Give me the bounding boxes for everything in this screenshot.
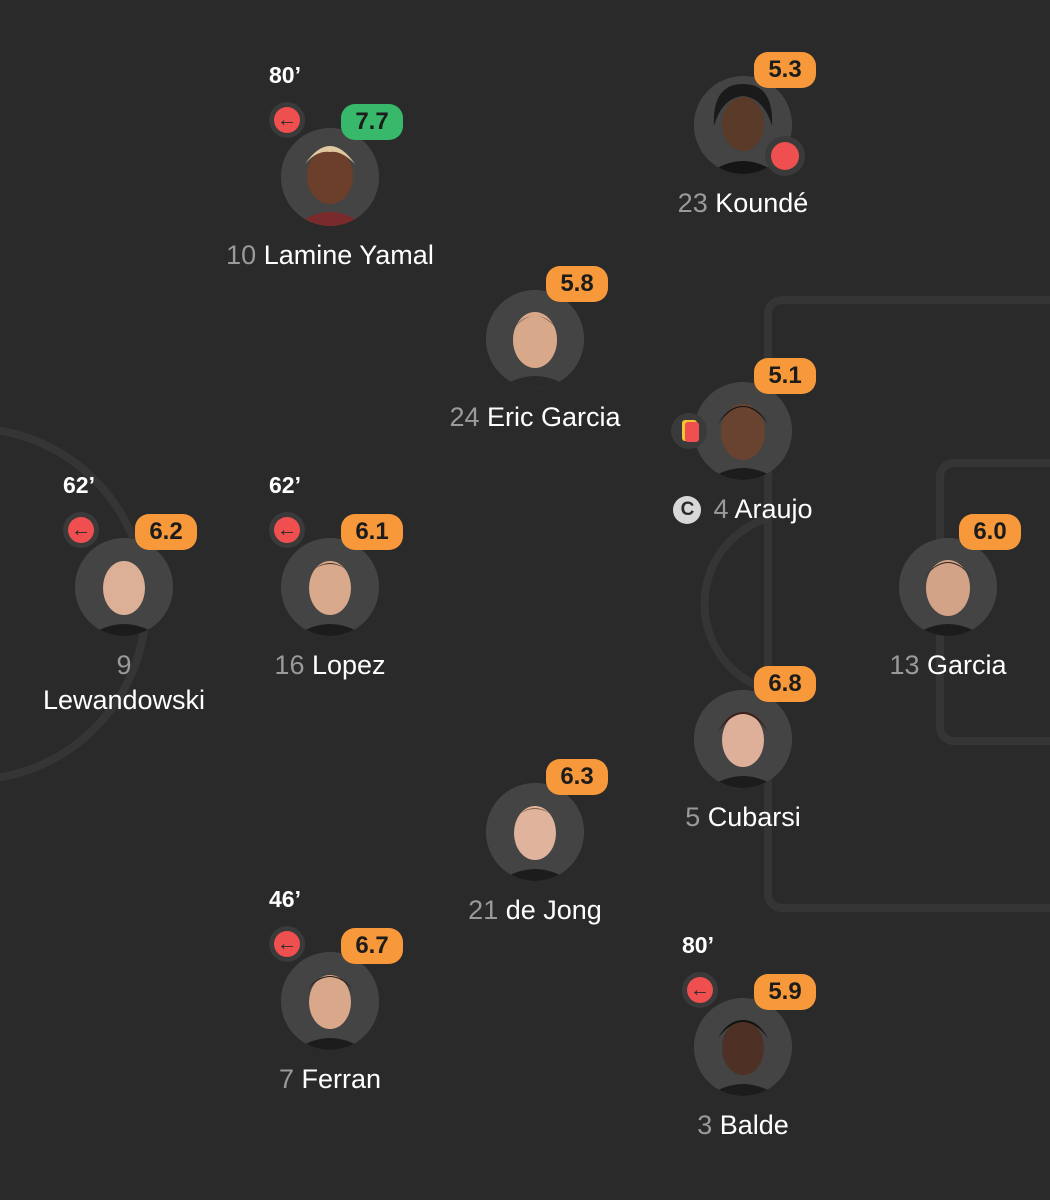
substitution-out-icon: ← [269, 926, 305, 962]
card-icon [671, 413, 707, 449]
player-name: Balde [719, 1110, 789, 1140]
shirt-number: 9 [116, 650, 132, 680]
player-card-balde[interactable]: 80’ ← 5.9 3 Balde [613, 932, 873, 1198]
substitution-time: 62’ [63, 472, 95, 498]
player-card-lopez[interactable]: 62’ ← 6.1 16 Lopez [200, 472, 460, 738]
substitution-out-icon: ← [269, 512, 305, 548]
player-rating: 5.9 [754, 974, 816, 1010]
captain-badge: C [673, 496, 702, 524]
player-name: Lamine Yamal [263, 240, 434, 270]
substitution-time: 46’ [269, 886, 301, 912]
substitution-time: 80’ [682, 932, 714, 958]
player-rating: 6.7 [341, 928, 403, 964]
shirt-number: 5 [685, 802, 701, 832]
player-avatar [75, 538, 173, 636]
shirt-number: 16 [274, 650, 305, 680]
player-photo [75, 538, 173, 636]
player-rating: 5.3 [754, 52, 816, 88]
player-avatar [486, 290, 584, 388]
player-avatar [281, 952, 379, 1050]
player-photo [899, 538, 997, 636]
player-name-label: 7 Ferran [200, 1062, 460, 1097]
player-name: Eric Garcia [487, 402, 621, 432]
player-rating: 5.1 [754, 358, 816, 394]
player-name-label: 10 Lamine Yamal [200, 238, 460, 273]
player-name-label: 24 Eric Garcia [405, 400, 665, 435]
player-avatar [281, 128, 379, 226]
player-card-lewandowski[interactable]: 62’ ← 6.2 9 Lewandowski [0, 472, 254, 738]
player-photo [694, 382, 792, 480]
substitution-out-icon: ← [269, 102, 305, 138]
player-avatar [899, 538, 997, 636]
player-photo [281, 538, 379, 636]
shirt-number: 4 [713, 494, 729, 524]
player-photo [694, 998, 792, 1096]
player-name-label: 21 de Jong [405, 893, 665, 928]
player-name: Lopez [311, 650, 386, 680]
player-card-kounde[interactable]: 5.3 23 Koundé [613, 52, 873, 276]
player-avatar [281, 538, 379, 636]
player-name: Lewandowski [42, 685, 206, 715]
player-name-label: 5 Cubarsi [613, 800, 873, 835]
shirt-number: 23 [677, 188, 708, 218]
penalty-box [764, 296, 1050, 912]
player-rating: 5.8 [546, 266, 608, 302]
player-avatar [694, 382, 792, 480]
player-rating: 6.8 [754, 666, 816, 702]
player-photo [281, 952, 379, 1050]
player-name-label: 9 Lewandowski [0, 648, 254, 718]
player-name: Koundé [715, 188, 809, 218]
player-rating: 6.2 [135, 514, 197, 550]
shirt-number: 3 [697, 1110, 713, 1140]
shirt-number: 7 [278, 1064, 294, 1094]
player-avatar [486, 783, 584, 881]
player-name-label: 16 Lopez [200, 648, 460, 683]
player-avatar [694, 998, 792, 1096]
player-name: Cubarsi [707, 802, 801, 832]
player-rating: 6.3 [546, 759, 608, 795]
shirt-number: 21 [468, 895, 499, 925]
shirt-number: 10 [226, 240, 257, 270]
player-photo [694, 76, 792, 174]
player-name: Garcia [927, 650, 1007, 680]
player-name-label: 3 Balde [613, 1108, 873, 1143]
player-avatar [694, 690, 792, 788]
player-name-label: 23 Koundé [613, 186, 873, 221]
player-name: Ferran [301, 1064, 382, 1094]
substitution-out-icon: ← [63, 512, 99, 548]
player-card-de-jong[interactable]: 6.3 21 de Jong [405, 759, 665, 983]
penalty-arc [700, 514, 770, 694]
shirt-number: 24 [449, 402, 480, 432]
ball-icon [765, 136, 805, 176]
player-photo [694, 690, 792, 788]
player-rating: 6.1 [341, 514, 403, 550]
shirt-number: 13 [889, 650, 920, 680]
player-card-garcia[interactable]: 6.0 13 Garcia [818, 514, 1050, 738]
player-card-yamal[interactable]: 80’ ← 7.7 10 Lamine Yamal [200, 62, 460, 328]
player-photo [486, 290, 584, 388]
substitution-time: 62’ [269, 472, 301, 498]
player-photo [486, 783, 584, 881]
player-card-cubarsi[interactable]: 6.8 5 Cubarsi [613, 666, 873, 890]
player-photo [281, 128, 379, 226]
player-name: de Jong [505, 895, 602, 925]
player-name-label: 13 Garcia [818, 648, 1050, 683]
player-name: Araujo [734, 494, 813, 524]
substitution-out-icon: ← [682, 972, 718, 1008]
player-card-eric-garcia[interactable]: 5.8 24 Eric Garcia [405, 266, 665, 490]
substitution-time: 80’ [269, 62, 301, 88]
player-card-ferran[interactable]: 46’ ← 6.7 7 Ferran [200, 886, 460, 1152]
player-rating: 6.0 [959, 514, 1021, 550]
player-rating: 7.7 [341, 104, 403, 140]
